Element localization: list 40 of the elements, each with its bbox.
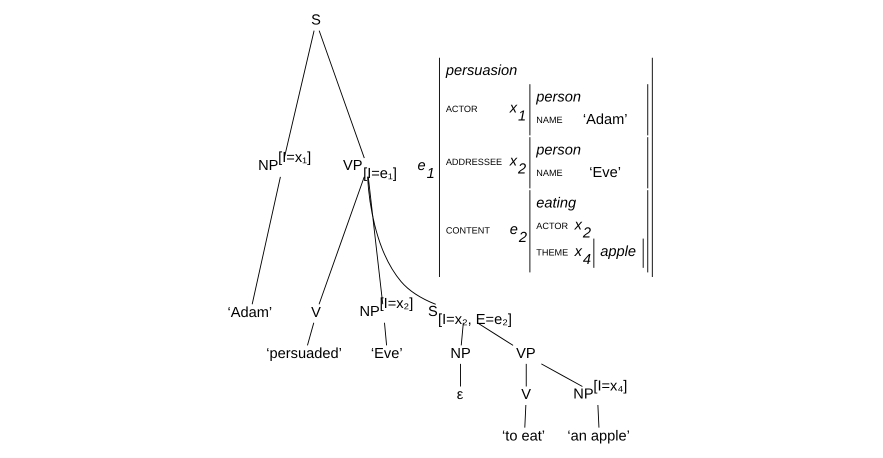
- connector: [252, 176, 281, 305]
- node-text: ‘to eat’: [502, 428, 546, 444]
- node-text: V: [521, 387, 531, 404]
- connector: [318, 30, 365, 158]
- label: person: [536, 89, 581, 106]
- connector: [524, 404, 526, 428]
- node-text: ‘persuaded’: [266, 346, 342, 362]
- label: ACTOR: [536, 221, 568, 231]
- node-text: ‘Eve’: [370, 346, 403, 362]
- node-text: VP: [516, 346, 536, 362]
- connector: [597, 404, 600, 428]
- node-text: ε: [456, 387, 464, 404]
- connector: [540, 363, 583, 387]
- node-text: NP: [450, 346, 471, 362]
- label: apple: [600, 244, 636, 260]
- label: eating: [536, 195, 576, 212]
- node-text: S: [311, 12, 321, 29]
- connector: [318, 176, 365, 305]
- label: ‘Adam’: [582, 112, 628, 128]
- connector: [460, 322, 464, 346]
- label: ADDRESSEE: [446, 157, 502, 168]
- label: CONTENT: [446, 226, 490, 236]
- node-text: ‘an apple’: [567, 428, 630, 444]
- label: ACTOR: [446, 104, 478, 114]
- connector: [368, 176, 384, 305]
- label: NAME: [536, 168, 563, 178]
- node-text: V: [311, 304, 321, 321]
- connector: [367, 176, 436, 305]
- connector: [526, 363, 527, 387]
- node-text: ‘Adam’: [227, 304, 272, 321]
- label: THEME: [536, 247, 568, 258]
- connector: [460, 363, 461, 387]
- label: ‘Eve’: [589, 165, 621, 182]
- label: persuasion: [446, 62, 518, 79]
- connector: [307, 322, 314, 346]
- label: NAME: [536, 115, 563, 126]
- connector: [384, 322, 388, 346]
- connector: [476, 322, 514, 346]
- connector: [284, 30, 315, 158]
- label: person: [536, 142, 581, 158]
